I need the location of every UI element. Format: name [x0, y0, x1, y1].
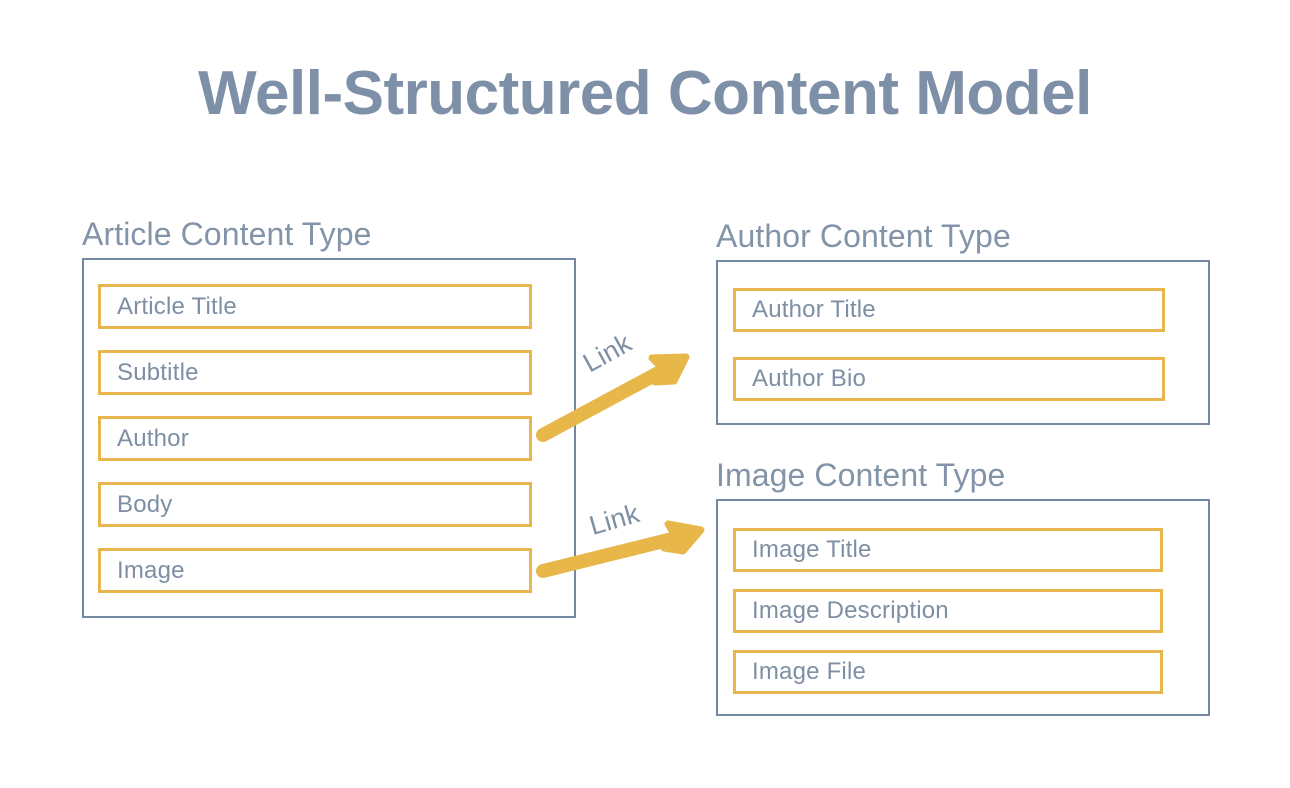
- field-image-title[interactable]: Image Title: [733, 528, 1163, 572]
- field-label: Author Title: [752, 296, 876, 323]
- article-content-type-heading: Article Content Type: [82, 216, 372, 252]
- image-content-type-heading: Image Content Type: [716, 457, 1006, 493]
- field-label: Author: [117, 424, 189, 452]
- field-label: Image: [117, 556, 185, 584]
- field-label: Article Title: [117, 292, 237, 320]
- field-label: Subtitle: [117, 358, 199, 386]
- image-content-type-box: Image Title Image Description Image File: [716, 499, 1210, 716]
- author-content-type-heading: Author Content Type: [716, 218, 1011, 254]
- link-label-image: Link: [586, 498, 643, 541]
- field-author[interactable]: Author: [98, 416, 532, 461]
- field-image-file[interactable]: Image File: [733, 650, 1163, 694]
- field-subtitle[interactable]: Subtitle: [98, 350, 532, 395]
- field-label: Image Title: [752, 536, 872, 563]
- field-author-title[interactable]: Author Title: [733, 288, 1165, 332]
- page-title: Well-Structured Content Model: [198, 59, 1092, 128]
- field-author-bio[interactable]: Author Bio: [733, 357, 1165, 401]
- field-image[interactable]: Image: [98, 548, 532, 593]
- field-image-description[interactable]: Image Description: [733, 589, 1163, 633]
- article-content-type-box: Article Title Subtitle Author Body Image: [82, 258, 576, 618]
- field-body[interactable]: Body: [98, 482, 532, 527]
- field-label: Image File: [752, 658, 867, 685]
- field-label: Image Description: [752, 597, 949, 624]
- field-label: Body: [117, 490, 173, 518]
- field-article-title[interactable]: Article Title: [98, 284, 532, 329]
- author-content-type-box: Author Title Author Bio: [716, 260, 1210, 425]
- link-label-author: Link: [578, 327, 637, 379]
- field-label: Author Bio: [752, 365, 867, 392]
